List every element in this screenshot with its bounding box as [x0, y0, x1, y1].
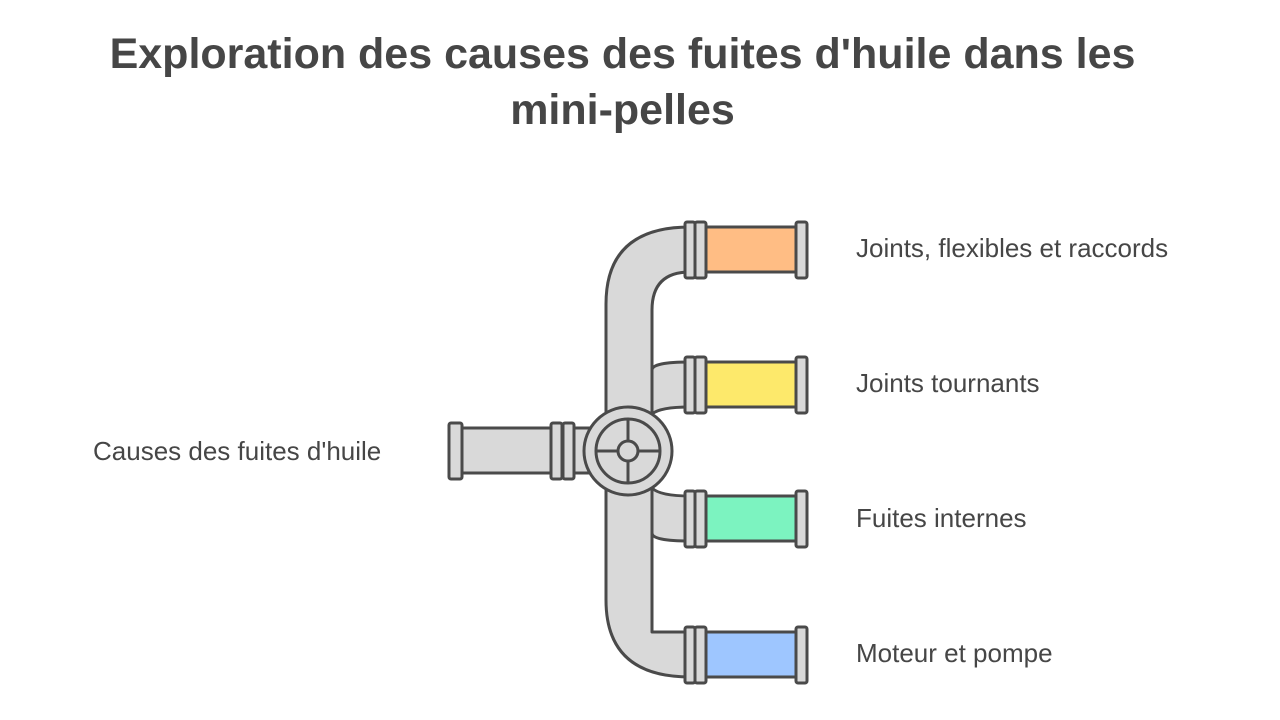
branch-label-joints-flexibles: Joints, flexibles et raccords — [856, 233, 1169, 263]
branch-label-joints-tournants: Joints tournants — [856, 368, 1040, 398]
branch-outlet-4 — [683, 625, 809, 685]
inlet-flange-mid-b — [561, 421, 576, 481]
branch-outlet-1 — [683, 220, 809, 280]
inlet-flange-mid-a — [549, 421, 564, 481]
inlet-flange-left — [447, 421, 464, 481]
branch-outlet-2 — [683, 355, 809, 415]
branch-label-moteur-pompe: Moteur et pompe — [856, 638, 1053, 668]
branch-outlet-3 — [683, 489, 809, 549]
valve-hub — [616, 439, 640, 463]
branch-label-fuites-internes: Fuites internes — [856, 503, 1027, 533]
source-label: Causes des fuites d'huile — [93, 436, 382, 466]
diagram-title: Exploration des causes des fuites d'huil… — [109, 30, 1136, 134]
